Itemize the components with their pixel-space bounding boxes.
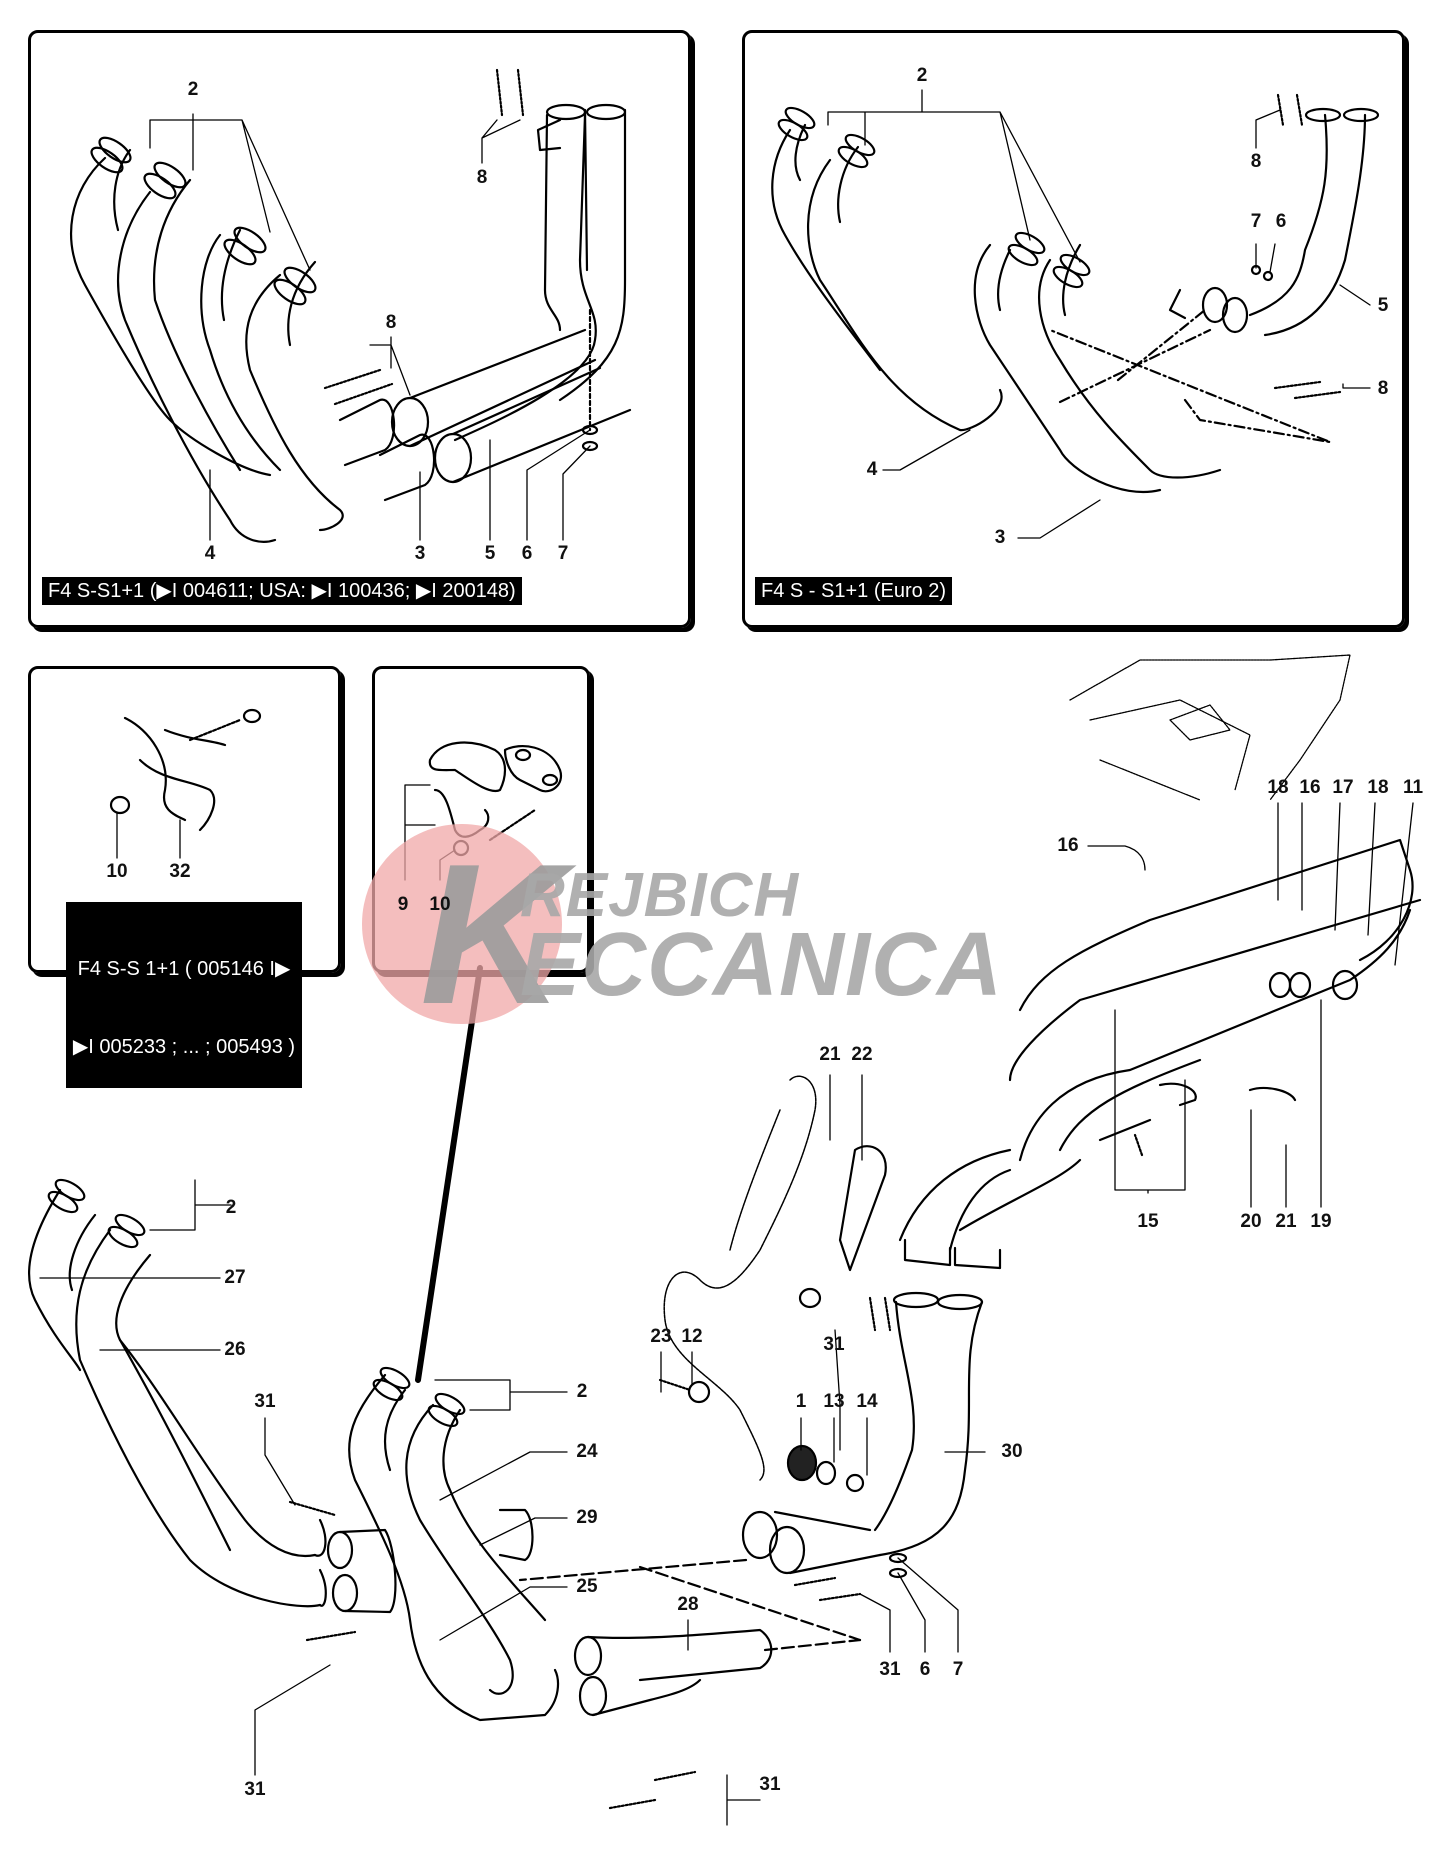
part-label: 2	[187, 79, 199, 100]
part-label: 8	[1250, 151, 1262, 172]
part-label: 14	[856, 1391, 878, 1412]
part-label: 6	[919, 1659, 931, 1680]
part-label: 16	[1299, 777, 1321, 798]
top-right-leaders	[827, 89, 1371, 539]
part-label: 7	[557, 543, 569, 564]
part-label: 19	[1310, 1211, 1332, 1232]
part-label: 10	[106, 861, 128, 882]
part-label: 2	[225, 1197, 237, 1218]
part-label: 32	[169, 861, 191, 882]
part-label: 6	[521, 543, 533, 564]
part-label: 26	[224, 1339, 246, 1360]
part-label: 1	[795, 1391, 807, 1412]
part-label: 21	[819, 1044, 841, 1065]
part-label: 27	[224, 1267, 246, 1288]
top-left-headers-art	[70, 68, 632, 543]
part-label: 25	[576, 1576, 598, 1597]
caption-middle-left-line1: F4 S-S 1+1 ( 005146 I▶	[77, 958, 291, 980]
part-label: 2	[576, 1381, 588, 1402]
middle-left-art	[109, 708, 262, 832]
part-label: 4	[866, 459, 878, 480]
part-label: 31	[879, 1659, 901, 1680]
part-label: 7	[952, 1659, 964, 1680]
part-label: 28	[677, 1594, 699, 1615]
part-label: 18	[1367, 777, 1389, 798]
part-label: 18	[1267, 777, 1289, 798]
part-label: 20	[1240, 1211, 1262, 1232]
part-label: 6	[1275, 211, 1287, 232]
watermark-line2: ECCANICA	[520, 915, 1004, 1015]
part-label: 2	[916, 65, 928, 86]
main-leaders	[39, 802, 1414, 1826]
part-label: 7	[1250, 211, 1262, 232]
caption-top-left: F4 S-S1+1 (▶I 004611; USA: ▶I 100436; ▶I…	[42, 577, 522, 605]
caption-middle-left-line2: ▶I 005233 ; ... ; 005493 )	[72, 1036, 296, 1058]
top-left-leaders	[149, 113, 591, 541]
part-label: 10	[429, 894, 451, 915]
part-label: 31	[254, 1391, 276, 1412]
middle-left-leaders	[116, 811, 181, 859]
panel-top-right	[742, 30, 1405, 628]
part-label: 23	[650, 1326, 672, 1347]
part-label: 8	[1377, 378, 1389, 399]
part-label: 16	[1057, 835, 1079, 856]
part-label: 13	[823, 1391, 845, 1412]
muffler-art	[518, 838, 1422, 1582]
watermark-line1: REJBICH	[520, 861, 800, 930]
bottom-left-headers-art	[27, 1178, 397, 1642]
part-label: 24	[576, 1441, 598, 1462]
part-label: 11	[1402, 777, 1424, 798]
frame-art	[1069, 654, 1351, 801]
part-label: 31	[244, 1779, 266, 1800]
caption-middle-left: F4 S-S 1+1 ( 005146 I▶ ▶I 005233 ; ... ;…	[66, 902, 302, 1088]
watermark-initial: K	[420, 823, 566, 1046]
part-label: 12	[681, 1326, 703, 1347]
panel-top-left	[28, 30, 691, 628]
detail-link-line	[415, 965, 483, 1383]
caption-top-right: F4 S - S1+1 (Euro 2)	[755, 577, 953, 605]
part-label: 9	[397, 894, 409, 915]
part-label: 21	[1275, 1211, 1297, 1232]
top-right-headers-art	[771, 93, 1380, 493]
part-label: 8	[385, 312, 397, 333]
part-label: 4	[204, 543, 216, 564]
part-label: 31	[759, 1774, 781, 1795]
part-label: 22	[851, 1044, 873, 1065]
part-label: 15	[1137, 1211, 1159, 1232]
part-label: 5	[484, 543, 496, 564]
part-label: 3	[414, 543, 426, 564]
watermark-circle	[362, 824, 562, 1024]
part-label: 3	[994, 527, 1006, 548]
part-label: 5	[1377, 295, 1389, 316]
part-label: 17	[1332, 777, 1354, 798]
part-label: 8	[476, 167, 488, 188]
part-label: 30	[1001, 1441, 1023, 1462]
bottom-center-headers-art	[348, 1366, 862, 1810]
part-label: 29	[576, 1507, 598, 1528]
part-label: 31	[823, 1334, 845, 1355]
bracket-art	[663, 1075, 817, 1481]
